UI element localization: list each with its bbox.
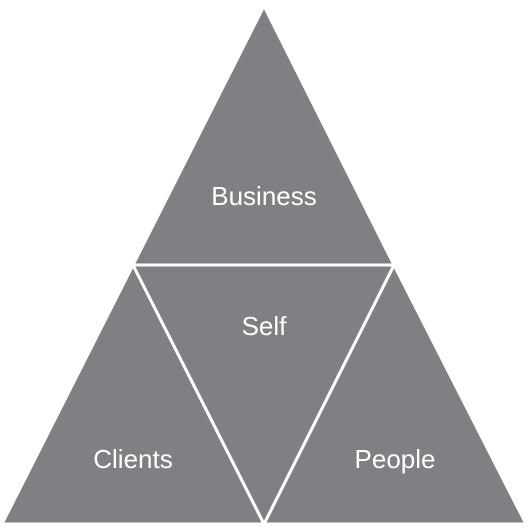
triangle-top — [130, 2, 397, 267]
label-self: Self — [242, 311, 288, 341]
triangle-center — [130, 263, 397, 528]
label-business: Business — [211, 181, 317, 211]
label-people: People — [355, 444, 436, 474]
label-clients: Clients — [93, 444, 172, 474]
